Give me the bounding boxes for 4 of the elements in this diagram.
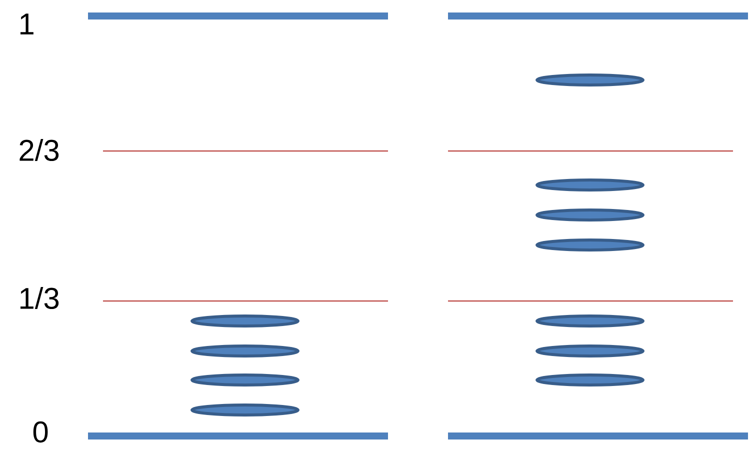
level-label: 0 xyxy=(33,421,48,443)
level-label: 1 xyxy=(20,14,34,34)
level-label: 2/3 xyxy=(20,138,59,162)
level-label: 1/3 xyxy=(20,286,59,310)
